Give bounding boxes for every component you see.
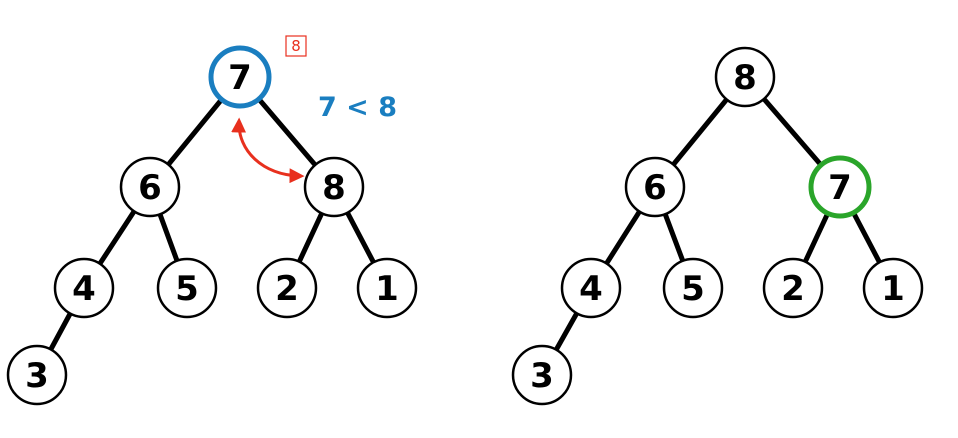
right-tree-node-circle: [511, 344, 573, 406]
right-tree-node-label: 7: [828, 168, 852, 208]
left-tree-node-label: 6: [138, 168, 162, 208]
right-tree-node-rl: 2: [762, 257, 824, 319]
left-tree-node-r: 8: [303, 156, 365, 218]
left-tree-node-circle: [6, 344, 68, 406]
right-tree-node-lll: 3: [511, 344, 573, 406]
left-tree-node-root: 7: [208, 45, 272, 109]
swap-target-badge-box: [285, 35, 307, 57]
left-tree-node-rr: 1: [356, 257, 418, 319]
left-tree-node-circle: [53, 257, 115, 319]
right-tree-node-rr: 1: [862, 257, 924, 319]
right-tree-node-l: 6: [624, 156, 686, 218]
right-tree-node-label: 8: [733, 58, 757, 98]
right-tree-node-label: 6: [643, 168, 667, 208]
left-tree-node-rl: 2: [256, 257, 318, 319]
left-tree-node-circle: [356, 257, 418, 319]
left-tree-node-label: 5: [175, 269, 199, 309]
right-tree-node-circle: [714, 46, 776, 108]
left-tree-node-l: 6: [119, 156, 181, 218]
right-tree-node-label: 5: [681, 269, 705, 309]
comparison-label: 7 < 8: [318, 92, 397, 123]
right-tree-node-circle: [662, 257, 724, 319]
left-tree-node-circle: [156, 257, 218, 319]
right-tree: 8 6 7 4 5 2 1 3: [511, 46, 924, 406]
right-tree-node-r: 7: [808, 155, 872, 219]
left-tree-node-label: 2: [275, 269, 299, 309]
right-tree-node-circle: [808, 155, 872, 219]
left-tree-node-circle: [119, 156, 181, 218]
right-tree-node-circle: [762, 257, 824, 319]
right-tree-node-circle: [560, 257, 622, 319]
left-tree-node-label: 4: [72, 269, 96, 309]
left-tree-node-circle: [256, 257, 318, 319]
left-tree-node-circle: [303, 156, 365, 218]
swap-target-badge: 8: [291, 37, 301, 55]
right-tree-node-label: 4: [579, 269, 603, 309]
left-tree-node-label: 7: [228, 58, 252, 98]
right-tree-node-root: 8: [714, 46, 776, 108]
left-tree-annotations: 8 7 < 8: [231, 35, 397, 184]
left-tree-node-label: 1: [375, 269, 399, 309]
left-tree-node-circle: [208, 45, 272, 109]
left-tree-node-ll: 4: [53, 257, 115, 319]
left-tree: 7 6 8 4 5 2 1 3: [6, 45, 418, 406]
right-tree-node-label: 1: [881, 269, 905, 309]
right-tree-node-label: 2: [781, 269, 805, 309]
swap-arrow: [231, 117, 305, 184]
right-tree-node-ll: 4: [560, 257, 622, 319]
left-tree-node-lll: 3: [6, 344, 68, 406]
left-tree-node-label: 3: [25, 356, 49, 396]
left-tree-node-label: 8: [322, 168, 346, 208]
left-tree-node-lr: 5: [156, 257, 218, 319]
right-tree-node-lr: 5: [662, 257, 724, 319]
right-tree-node-circle: [624, 156, 686, 218]
right-tree-node-label: 3: [530, 356, 554, 396]
right-tree-node-circle: [862, 257, 924, 319]
